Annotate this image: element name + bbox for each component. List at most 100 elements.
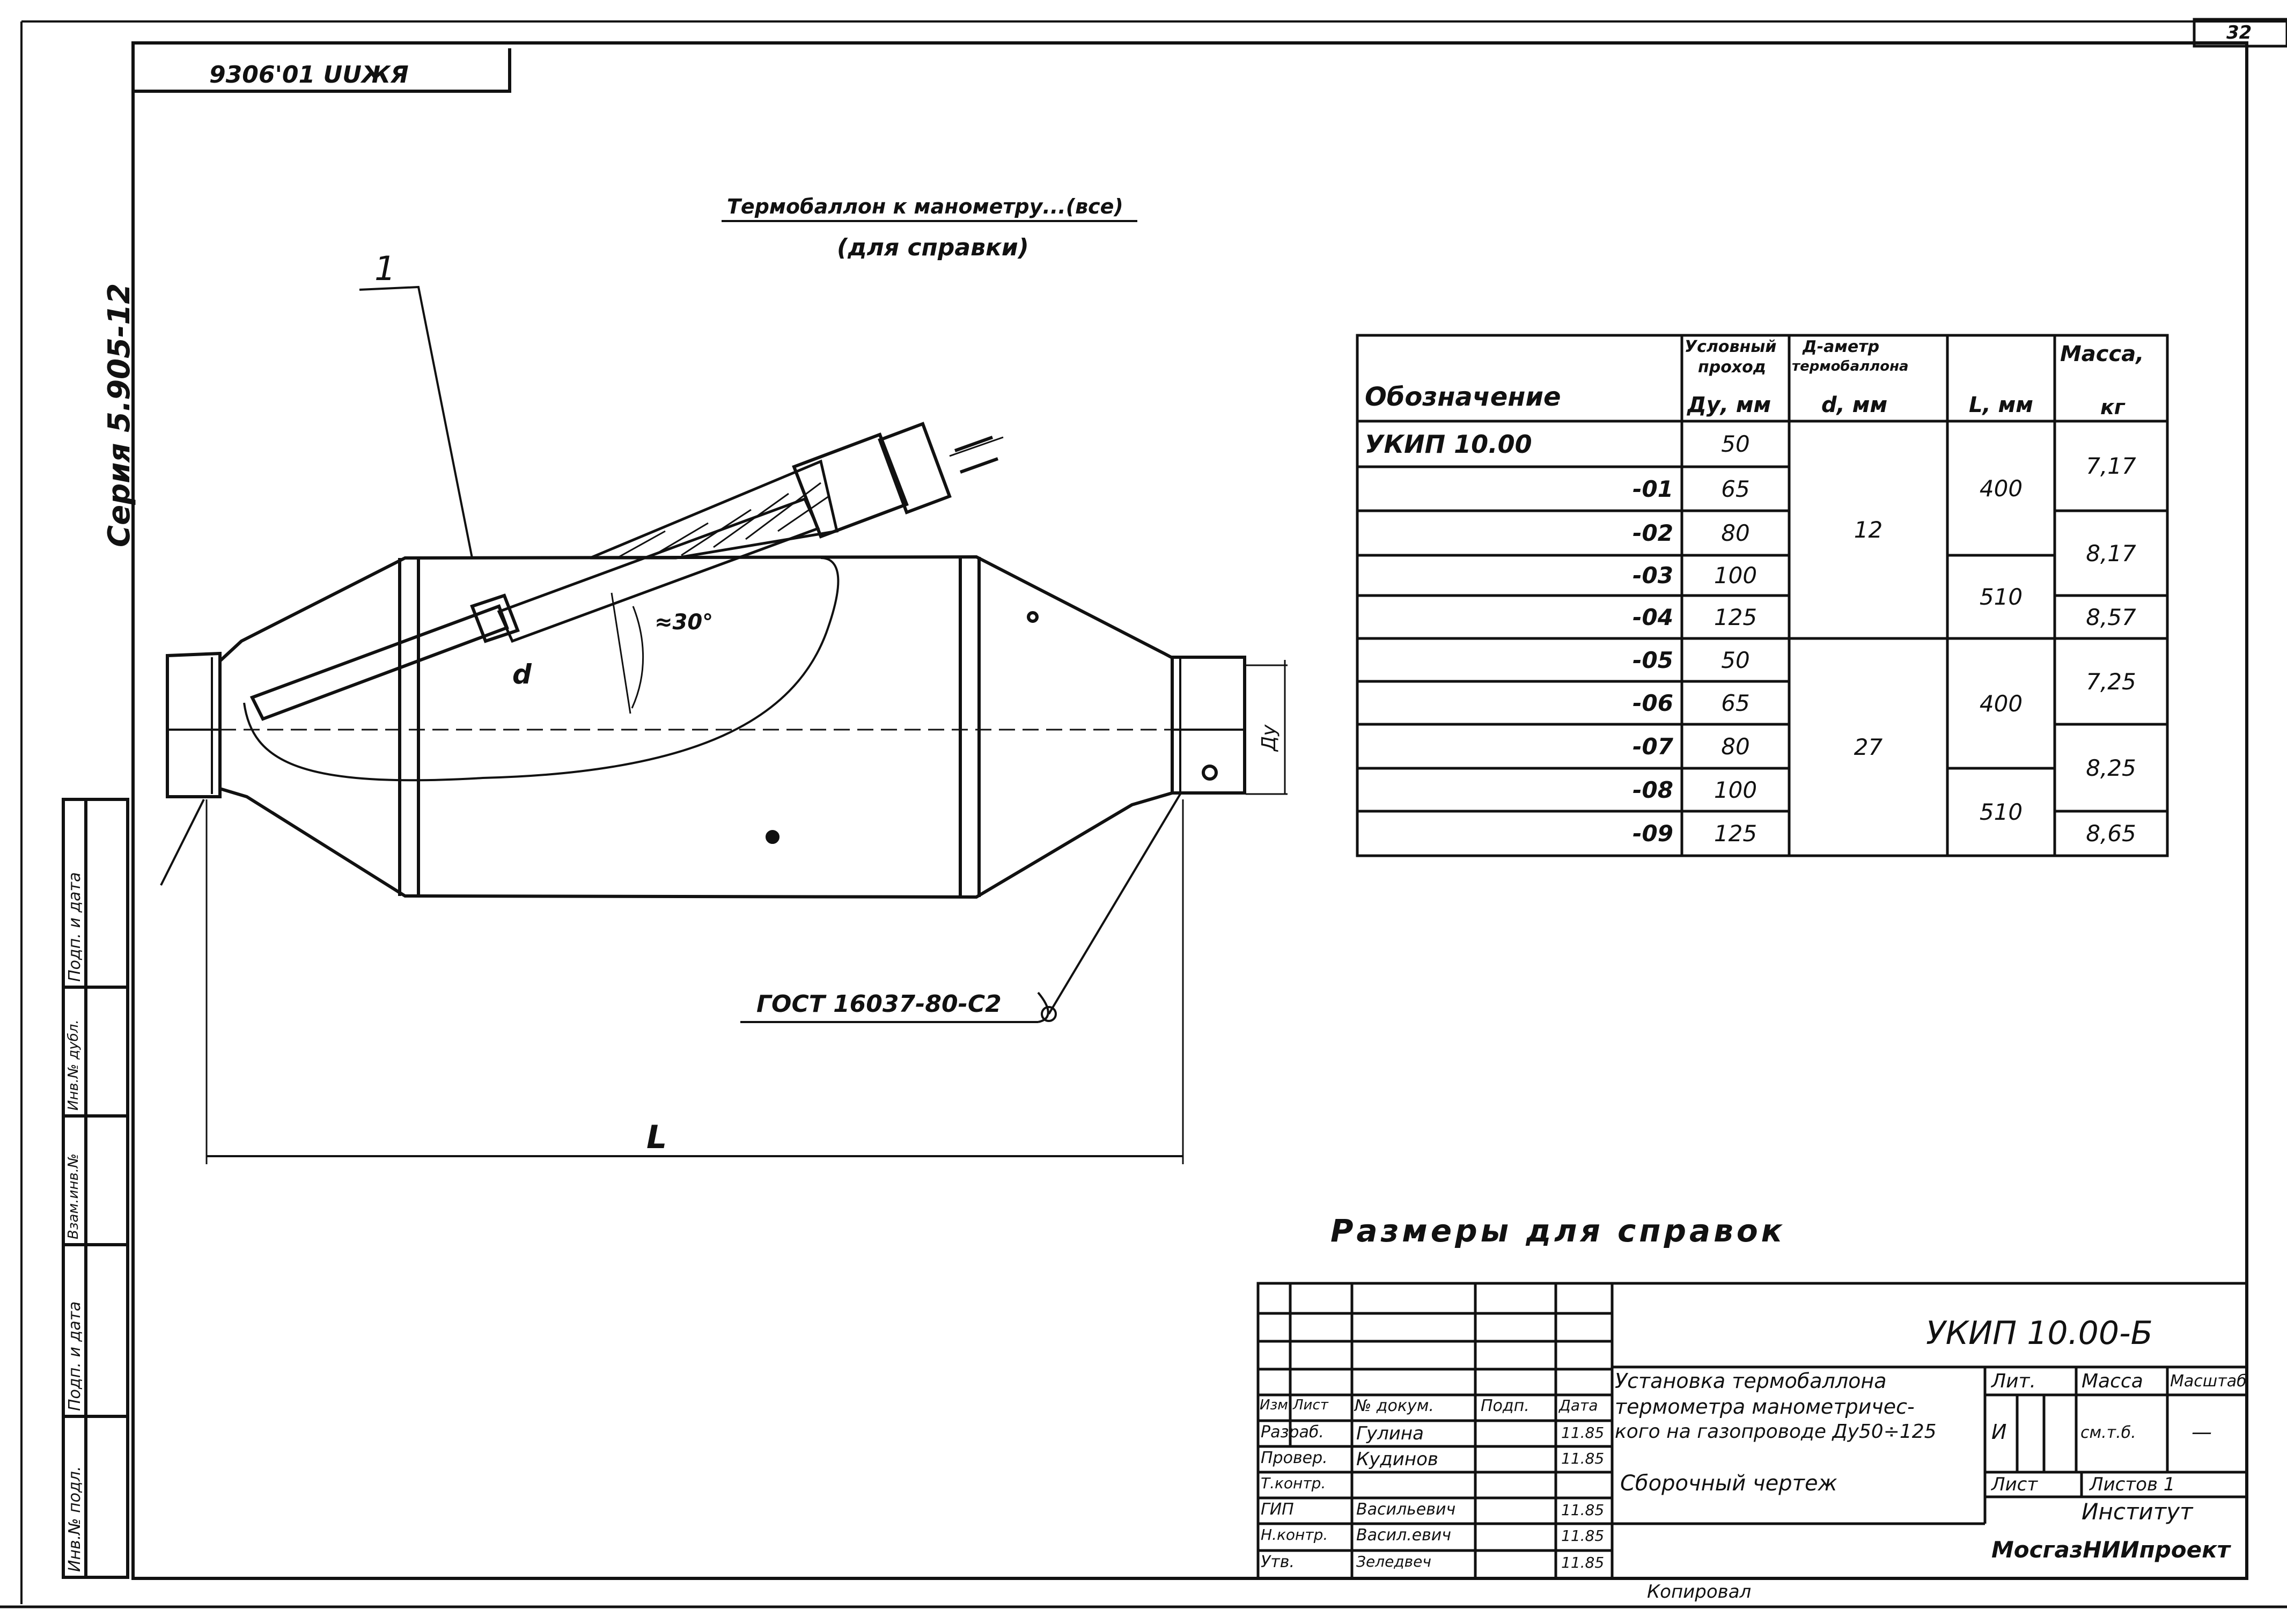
document-type: Сборочный чертеж [1620, 1471, 1837, 1496]
name-approved: Зеледвеч [1356, 1553, 1431, 1570]
cell-dn: 100 [1714, 562, 1757, 589]
role-tech-control: Т.контр. [1261, 1474, 1326, 1492]
table-row: -08 [1632, 776, 1673, 803]
table-row: -09 [1632, 820, 1673, 847]
table-row: -04 [1632, 604, 1673, 630]
lit-value: И [1991, 1420, 2007, 1444]
date-approved: 11.85 [1561, 1554, 1605, 1571]
cell-dn: 65 [1721, 475, 1750, 502]
th-nominal-unit: Ду, мм [1687, 393, 1771, 417]
part-drawing [166, 422, 1288, 899]
scale-label: Масштаб [2170, 1372, 2247, 1391]
name-checker: Кудинов [1356, 1449, 1438, 1470]
th-diameter-unit: d, мм [1821, 393, 1888, 417]
table-row: -05 [1632, 646, 1673, 673]
strip-label: Взам.инв.№ [65, 1153, 82, 1239]
title-block-grid [1256, 1282, 2248, 1580]
weld-label-d: d [512, 659, 532, 690]
role-norm-control: Н.контр. [1261, 1526, 1328, 1544]
corner-number: 32 [2226, 22, 2252, 43]
table-row: -01 [1632, 475, 1673, 502]
cell-length: 510 [1979, 584, 2023, 610]
strip-label: Инв.№ дубл. [65, 1019, 82, 1111]
archive-stamp-box [133, 48, 511, 93]
th-length: L, мм [1969, 393, 2033, 417]
cell-mass: 7,25 [2086, 668, 2136, 695]
cell-dn: 80 [1721, 733, 1750, 760]
hatched-boss [590, 459, 839, 560]
col-change: Изм [1260, 1397, 1288, 1413]
left-binding-strip [62, 798, 129, 1579]
cell-mass: 8,25 [2086, 754, 2136, 781]
callout-pos1: 1 [374, 249, 396, 288]
name-norm-control: Васил.евич [1356, 1526, 1452, 1545]
role-chief-engineer: ГИП [1261, 1500, 1294, 1519]
thermowell [249, 422, 1004, 721]
copied-by: Копировал [1647, 1581, 1752, 1603]
col-signature: Подп. [1481, 1397, 1529, 1415]
col-sheet: Лист [1293, 1397, 1328, 1413]
strip-label: Подп. и дата [65, 872, 84, 982]
th-mass-1: Масса, [2060, 342, 2144, 366]
table-row: -07 [1632, 733, 1673, 760]
th-diameter-1: Д-аметр [1803, 337, 1880, 356]
th-diameter-2: термобаллона [1792, 358, 1909, 374]
institute-line-1: Институт [2082, 1498, 2193, 1525]
cell-mass: 8,65 [2086, 820, 2136, 847]
cone-housing [218, 555, 1173, 899]
gost-callout: ГОСТ 16037-80-С2 [756, 990, 1002, 1018]
table-row: -03 [1632, 562, 1673, 589]
col-date: Дата [1559, 1397, 1598, 1414]
name-developer: Гулина [1356, 1423, 1424, 1444]
role-developer: Разраб. [1261, 1423, 1324, 1442]
date-checker: 11.85 [1561, 1450, 1605, 1467]
cell-dn: 50 [1721, 646, 1750, 673]
table-row: УКИП 10.00 [1365, 429, 1532, 459]
cell-mass: 8,17 [2086, 540, 2136, 567]
drawing-title-1: Установка термобаллона [1615, 1369, 1887, 1393]
cell-dn: 50 [1721, 431, 1750, 457]
sheets-count: Листов 1 [2090, 1474, 2175, 1495]
table-row: -02 [1632, 520, 1673, 546]
cell-dn: 125 [1714, 604, 1757, 630]
archive-stamp: 9306'01 UUЖЯ [209, 61, 409, 89]
strip-label: Подп. и дата [65, 1301, 84, 1411]
cell-length: 400 [1979, 475, 2023, 502]
col-doc-no: № докум. [1355, 1397, 1434, 1415]
strip-label: Инв.№ подл. [65, 1466, 84, 1572]
breakout-line [243, 557, 840, 782]
drawing-title-3: кого на газопроводе Ду50÷125 [1615, 1421, 1937, 1443]
scale-value: — [2192, 1420, 2212, 1444]
right-pipe-stub [1171, 656, 1246, 795]
th-nominal-1: Условный [1685, 337, 1777, 356]
date-chief-engineer: 11.85 [1561, 1501, 1605, 1519]
institute-line-2: МосгазНИИпроект [1991, 1537, 2230, 1563]
date-norm-control: 11.85 [1561, 1527, 1605, 1545]
sheet-label: Лист [1991, 1474, 2038, 1495]
cell-dn: 100 [1714, 776, 1757, 803]
sheet-frame [131, 41, 2248, 1580]
role-approved: Утв. [1261, 1553, 1295, 1571]
date-developer: 11.85 [1561, 1424, 1605, 1442]
spec-table-grid [1356, 334, 2169, 857]
cell-dn: 65 [1721, 689, 1750, 716]
callout-thermowell: Термобаллон к манометру...(все) [727, 195, 1123, 218]
drawing-title-2: термометра манометричес- [1615, 1395, 1915, 1419]
name-chief-engineer: Васильевич [1356, 1500, 1456, 1519]
mass-value: см.т.б. [2080, 1423, 2136, 1442]
table-row: -06 [1632, 689, 1673, 716]
cell-length: 510 [1979, 799, 2023, 825]
cell-length: 400 [1979, 690, 2023, 717]
left-pipe-stub [166, 651, 222, 798]
th-nominal-2: проход [1698, 358, 1767, 377]
th-mass-unit: кг [2100, 395, 2125, 419]
leader-left-weld [160, 799, 205, 886]
callout-thermowell-note: (для справки) [837, 234, 1029, 261]
dim-Dy-label: Ду [1258, 724, 1280, 751]
cell-mass: 8,57 [2086, 604, 2136, 630]
cell-dn: 80 [1721, 520, 1750, 546]
lit-label: Лит. [1991, 1370, 2036, 1392]
mass-label: Масса [2082, 1370, 2143, 1392]
drawing-code: УКИП 10.00-Б [1926, 1314, 2153, 1352]
th-designation: Обозначение [1365, 382, 1561, 412]
